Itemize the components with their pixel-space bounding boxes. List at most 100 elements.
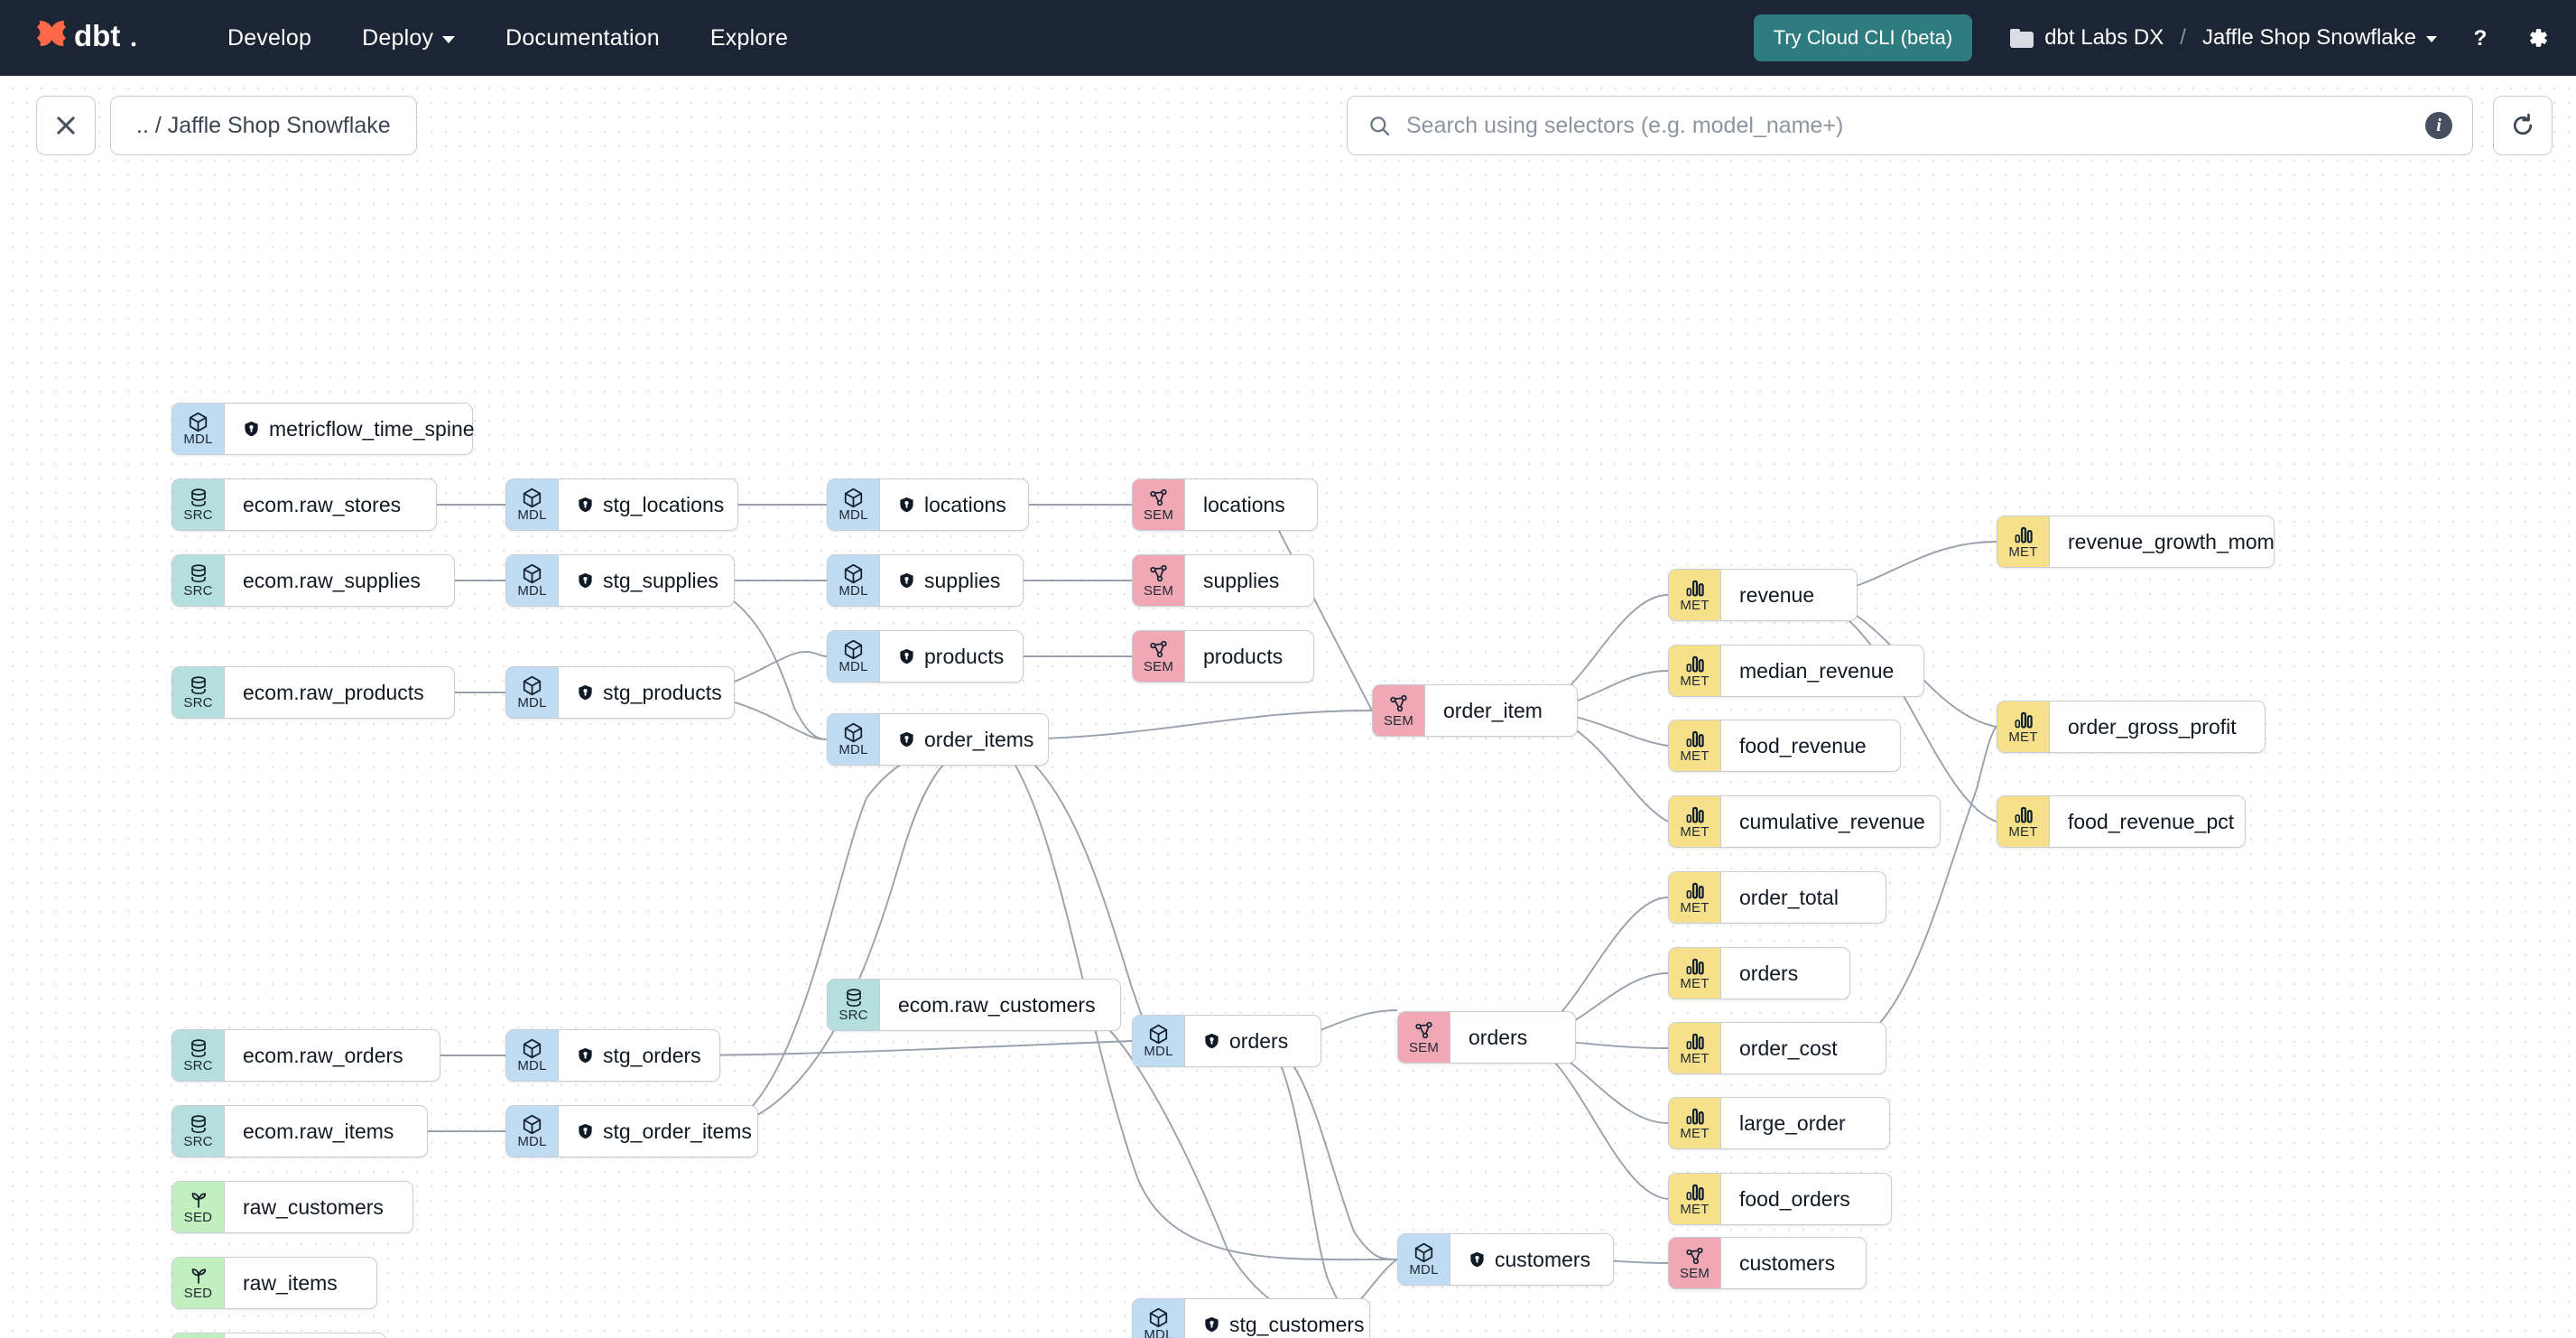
node-name: ecom.raw_supplies: [243, 568, 421, 592]
node-type-label: MDL: [839, 659, 868, 675]
cube-icon: [842, 562, 865, 584]
help-button[interactable]: ?: [2468, 24, 2493, 51]
node-type-badge-met: MET: [1669, 872, 1721, 923]
node-type-badge-mdl: MDL: [506, 479, 559, 530]
database-icon: [843, 987, 865, 1008]
node-label-wrap: order_items: [880, 714, 1052, 765]
bar-chart-icon: [1684, 1030, 1706, 1052]
lineage-node-met_food_revenue_pct[interactable]: MET food_revenue_pct: [1997, 795, 2246, 848]
sprout-icon: [188, 1189, 209, 1211]
node-type-label: MET: [1680, 748, 1710, 765]
contract-shield-icon: [898, 495, 915, 515]
node-name: food_revenue_pct: [2068, 809, 2235, 833]
node-name: customers: [1739, 1250, 1836, 1275]
search-icon: [1370, 116, 1390, 135]
try-cloud-cli-button[interactable]: Try Cloud CLI (beta): [1753, 14, 1973, 61]
node-name: locations: [924, 492, 1006, 516]
node-type-label: MDL: [517, 695, 547, 711]
close-lineage-button[interactable]: [36, 96, 96, 155]
bar-chart-icon: [1684, 879, 1706, 901]
refresh-button[interactable]: [2493, 96, 2553, 155]
nav-item-explore[interactable]: Explore: [685, 18, 813, 59]
database-icon: [190, 1039, 206, 1058]
account-name[interactable]: dbt Labs DX: [2044, 25, 2164, 50]
search-bar[interactable]: i: [1347, 96, 2473, 155]
lineage-canvas[interactable]: .. / Jaffle Shop Snowflake i MDLmetricfl…: [0, 76, 2576, 1338]
cube-icon: [189, 412, 208, 432]
lineage-edge-22: [1268, 1040, 1348, 1325]
nav-label-explore: Explore: [709, 24, 789, 51]
node-label-wrap: orders: [1185, 1016, 1306, 1066]
node-name: revenue: [1739, 582, 1815, 607]
cube-icon: [521, 487, 543, 508]
bar-chart-icon: [2015, 806, 2033, 823]
lineage-node-met_cumulative_revenue[interactable]: MET cumulative_revenue: [1668, 795, 1941, 848]
nav-item-deploy[interactable]: Deploy: [337, 18, 480, 59]
settings-button[interactable]: [2524, 24, 2551, 51]
network-icon: [1388, 692, 1410, 714]
contract-shield-icon: [577, 495, 594, 515]
bar-chart-icon: [1686, 1033, 1704, 1050]
sprout-icon: [191, 1193, 206, 1209]
node-type-label: MET: [1680, 824, 1710, 841]
node-type-badge-met: MET: [1669, 1098, 1721, 1148]
info-icon[interactable]: i: [2425, 112, 2452, 139]
nav-item-develop[interactable]: Develop: [202, 18, 337, 59]
node-label-wrap: stg_customers: [1185, 1299, 1383, 1338]
node-type-badge-mdl: MDL: [506, 667, 559, 718]
lineage-edge-13: [996, 710, 1373, 740]
node-type-label: SEM: [1143, 583, 1174, 599]
nav-item-documentation[interactable]: Documentation: [480, 18, 685, 59]
bar-chart-icon: [1686, 958, 1704, 975]
node-label-wrap: revenue: [1721, 570, 1832, 620]
search-input[interactable]: [1406, 112, 2411, 139]
lineage-edge-21: [1268, 1040, 1398, 1260]
project-selector[interactable]: Jaffle Shop Snowflake: [2202, 25, 2437, 51]
node-type-badge-met: MET: [1997, 796, 2050, 847]
node-type-label: MET: [1680, 674, 1710, 690]
node-name: cumulative_revenue: [1739, 809, 1925, 833]
breadcrumb-button[interactable]: .. / Jaffle Shop Snowflake: [110, 96, 417, 155]
node-name: revenue_growth_mom: [2068, 529, 2275, 553]
dbt-logo[interactable]: dbt: [34, 14, 139, 61]
cube-icon: [521, 562, 543, 584]
